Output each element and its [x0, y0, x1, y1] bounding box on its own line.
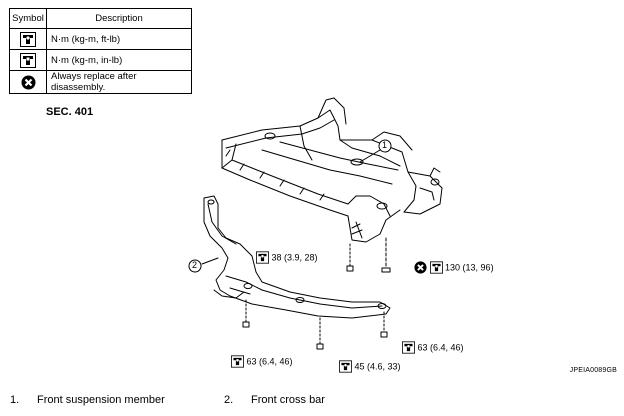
legend-symbol-cell [9, 49, 47, 71]
part-number: 1. [10, 394, 20, 406]
figure-code: JPEIA0089GB [569, 367, 617, 374]
torque-wrench-icon [429, 261, 443, 274]
torque-value: 63 (6.4, 46) [417, 342, 464, 353]
torque-label: 130 (13, 96) [414, 261, 494, 274]
torque-value: 63 (6.4, 46) [246, 356, 293, 367]
part-item: 2. Front cross bar [224, 394, 325, 406]
torque-label: 45 (4.6, 33) [339, 360, 401, 373]
torque-value: 38 (3.9, 28) [271, 252, 318, 263]
torque-label: 63 (6.4, 46) [402, 341, 464, 354]
legend-symbol-cell [9, 28, 47, 50]
section-label: SEC. 401 [46, 106, 94, 118]
torque-wrench-icon [339, 360, 352, 373]
callout-2: 2 [192, 260, 198, 270]
legend-table: Symbol Description N·m (kg-m, ft-lb) N·m… [9, 8, 192, 94]
torque-wrench-icon [256, 251, 269, 264]
legend-row: N·m (kg-m, in-lb) [9, 49, 192, 71]
torque-label: 63 (6.4, 46) [231, 355, 293, 368]
torque-value: 130 (13, 96) [445, 262, 494, 273]
legend-row: Always replace after disassembly. [9, 70, 192, 94]
legend-description: Always replace after disassembly. [46, 70, 192, 94]
front-cross-bar-drawing [203, 195, 391, 319]
torque-wrench-icon [20, 31, 36, 47]
always-replace-icon [414, 261, 427, 274]
always-replace-icon [21, 75, 35, 89]
front-suspension-member-drawing [221, 97, 443, 243]
part-name: Front cross bar [251, 394, 325, 406]
legend-symbol-cell [9, 70, 47, 94]
torque-wrench-inlb-icon [20, 52, 36, 68]
callout-1-circle [378, 139, 392, 153]
part-number: 2. [224, 394, 234, 406]
part-item: 1. Front suspension member [10, 394, 165, 406]
legend-row: N·m (kg-m, ft-lb) [9, 28, 192, 50]
callout-1: 1 [382, 140, 388, 150]
torque-wrench-icon [231, 355, 244, 368]
torque-wrench-icon [402, 341, 415, 354]
torque-value: 45 (4.6, 33) [354, 361, 401, 372]
part-name: Front suspension member [37, 394, 165, 406]
torque-label: 38 (3.9, 28) [256, 251, 318, 264]
callout-2-circle [188, 259, 202, 273]
bolts [201, 149, 391, 350]
